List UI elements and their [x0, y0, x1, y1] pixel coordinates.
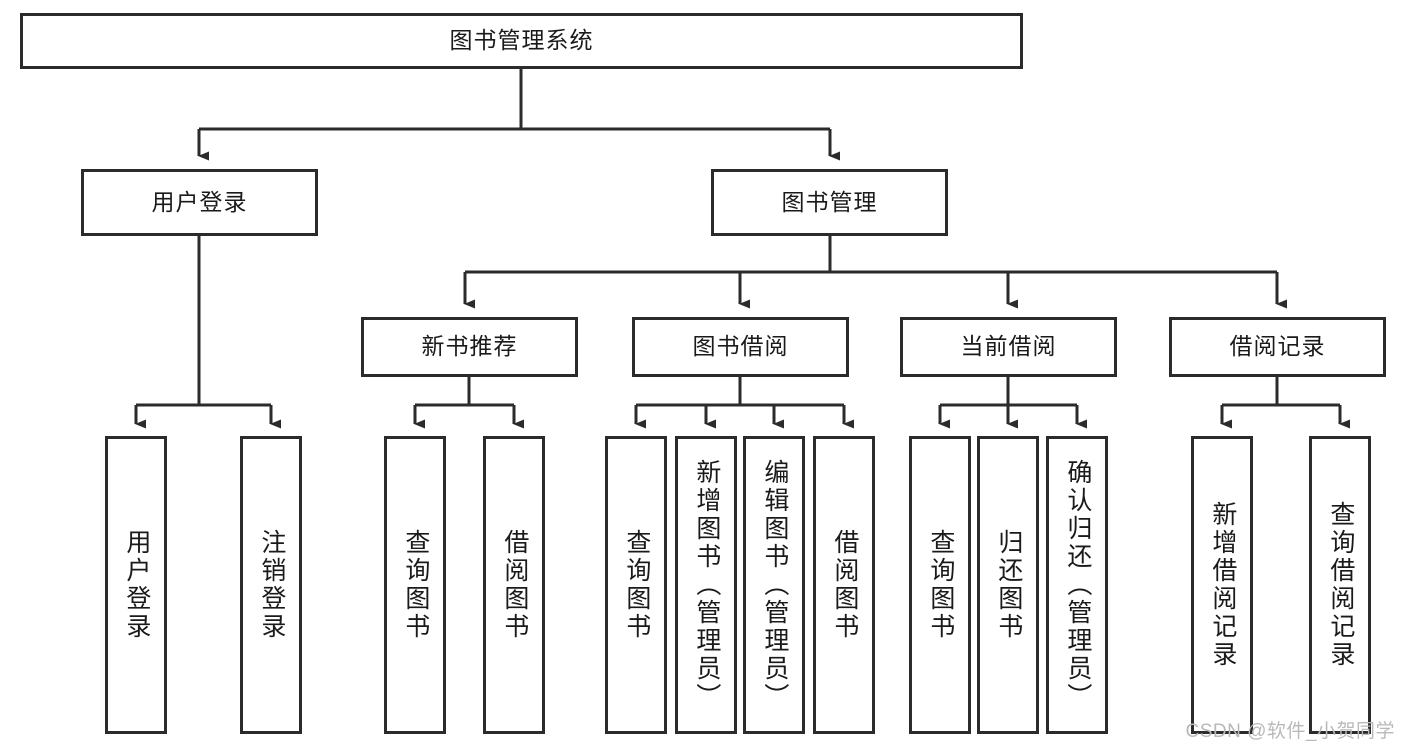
leaf-add-borrow-record[interactable]: 新增借阅记录 — [1191, 436, 1253, 734]
node-borrow-record[interactable]: 借阅记录 — [1169, 317, 1386, 377]
node-label: 图书管理 — [781, 188, 878, 215]
node-book-borrow[interactable]: 图书借阅 — [632, 317, 849, 377]
node-label: 编辑图书（管理员） — [760, 459, 789, 711]
node-label: 图书借阅 — [692, 333, 789, 360]
leaf-edit-book-admin[interactable]: 编辑图书（管理员） — [743, 436, 805, 734]
node-label: 查询图书 — [622, 529, 651, 641]
node-user-login[interactable]: 用户登录 — [81, 169, 318, 236]
node-label: 用户登录 — [122, 529, 151, 641]
node-label: 借阅图书 — [830, 529, 859, 641]
node-label: 归还图书 — [994, 529, 1023, 641]
node-label: 查询图书 — [401, 529, 430, 641]
leaf-logout-login[interactable]: 注销登录 — [240, 436, 302, 734]
leaf-confirm-return-admin[interactable]: 确认归还（管理员） — [1046, 436, 1108, 734]
leaf-query-book-borrow[interactable]: 查询图书 — [605, 436, 667, 734]
node-label: 新增图书（管理员） — [692, 459, 721, 711]
leaf-add-book-admin[interactable]: 新增图书（管理员） — [675, 436, 737, 734]
node-new-book-recommend[interactable]: 新书推荐 — [361, 317, 578, 377]
node-current-borrow[interactable]: 当前借阅 — [900, 317, 1117, 377]
leaf-query-borrow-record[interactable]: 查询借阅记录 — [1309, 436, 1371, 734]
node-label: 借阅记录 — [1229, 333, 1326, 360]
leaf-query-book-recommend[interactable]: 查询图书 — [384, 436, 446, 734]
leaf-borrow-book-recommend[interactable]: 借阅图书 — [483, 436, 545, 734]
node-label: 查询图书 — [926, 529, 955, 641]
node-label: 查询借阅记录 — [1326, 501, 1355, 669]
watermark: CSDN @软件_小贺同学 — [1185, 721, 1395, 742]
node-label: 新增借阅记录 — [1208, 501, 1237, 669]
node-label: 图书管理系统 — [449, 27, 594, 54]
node-label: 借阅图书 — [500, 529, 529, 641]
node-label: 确认归还（管理员） — [1063, 459, 1092, 711]
node-label: 当前借阅 — [960, 333, 1057, 360]
leaf-return-book[interactable]: 归还图书 — [977, 436, 1039, 734]
leaf-query-book-current[interactable]: 查询图书 — [909, 436, 971, 734]
leaf-borrow-book[interactable]: 借阅图书 — [813, 436, 875, 734]
node-root-book-management-system[interactable]: 图书管理系统 — [20, 13, 1023, 69]
node-label: 用户登录 — [151, 188, 248, 215]
node-label: 新书推荐 — [421, 333, 518, 360]
node-book-management[interactable]: 图书管理 — [711, 169, 948, 236]
leaf-user-login[interactable]: 用户登录 — [105, 436, 167, 734]
node-label: 注销登录 — [257, 529, 286, 641]
